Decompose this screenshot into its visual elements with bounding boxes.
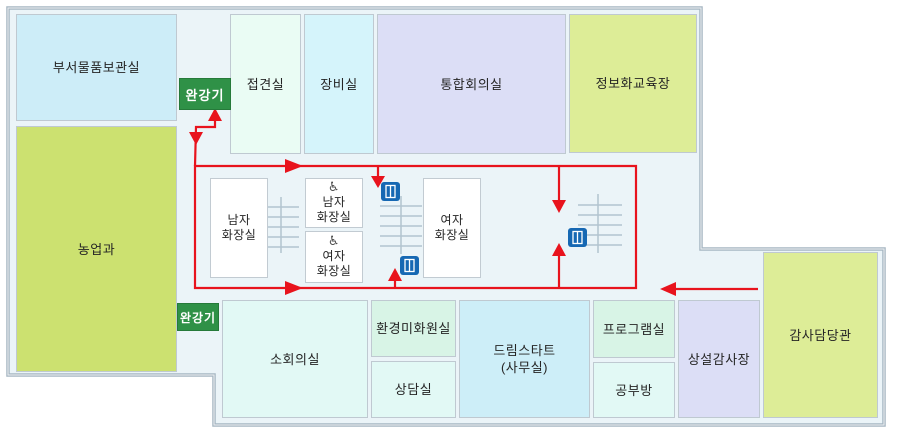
evacuation-route-arrowheads [189,108,676,296]
room-label: 장비실 [320,76,358,92]
room-mens-toilet: 남자 화장실 [210,178,268,278]
wheelchair-icon: ♿ [327,180,341,195]
room-label: 부서물품보관실 [52,60,141,75]
elevator-icon [381,182,400,201]
room-reception: 접견실 [230,14,301,154]
room-label: 접견실 [246,76,285,92]
room-label: 남자 화장실 [316,195,352,224]
room-label: 감사담당관 [789,327,852,343]
room-audit-hall: 상설감사장 [678,300,760,418]
room-label: 공부방 [615,382,653,398]
room-label: 여자 화장실 [434,213,470,242]
room-dept-storage: 부서물품보관실 [16,14,177,121]
stairs-center-icon [380,196,422,254]
wheelchair-icon: ♿ [327,234,341,249]
room-label: 상설감사장 [687,351,751,367]
room-label: 소회의실 [270,351,320,367]
badge-label: 완강기 [185,87,225,103]
room-label: 상담실 [394,382,433,397]
room-program: 프로그램실 [593,300,675,358]
building-outline-inner-highlight [7,7,885,426]
room-audit-office: 감사담당관 [763,252,878,418]
room-small-conference: 소회의실 [222,300,368,418]
descender-badge-bottom: 완강기 [177,303,219,331]
elevator-icon [400,256,419,275]
room-study: 공부방 [593,362,675,418]
room-womens-accessible-toilet: ♿ 여자 화장실 [305,231,363,283]
stairs-left-icon [263,197,299,253]
room-label: 여자 화장실 [316,249,352,278]
room-label: 프로그램실 [602,321,666,337]
evacuation-route [193,120,758,291]
room-integrated-conference: 통합회의실 [377,14,566,154]
room-janitor: 환경미화원실 [371,300,456,357]
room-label: 드림스타트 (사무실) [493,343,556,375]
room-agriculture-dept: 농업과 [16,126,177,372]
room-label: 통합회의실 [440,76,503,92]
room-mens-accessible-toilet: ♿ 남자 화장실 [305,178,363,228]
room-counseling: 상담실 [371,361,456,418]
room-label: 농업과 [77,241,116,257]
badge-label: 완강기 [179,310,217,325]
elevator-icon [568,228,587,247]
room-equipment: 장비실 [304,14,374,154]
room-label: 정보화교육장 [595,76,671,91]
room-label: 남자 화장실 [221,213,257,242]
descender-badge-top: 완강기 [179,78,231,110]
room-it-education: 정보화교육장 [569,14,697,153]
room-womens-toilet: 여자 화장실 [423,178,481,278]
room-label: 환경미화원실 [376,321,451,336]
room-dream-start: 드림스타트 (사무실) [459,300,590,418]
